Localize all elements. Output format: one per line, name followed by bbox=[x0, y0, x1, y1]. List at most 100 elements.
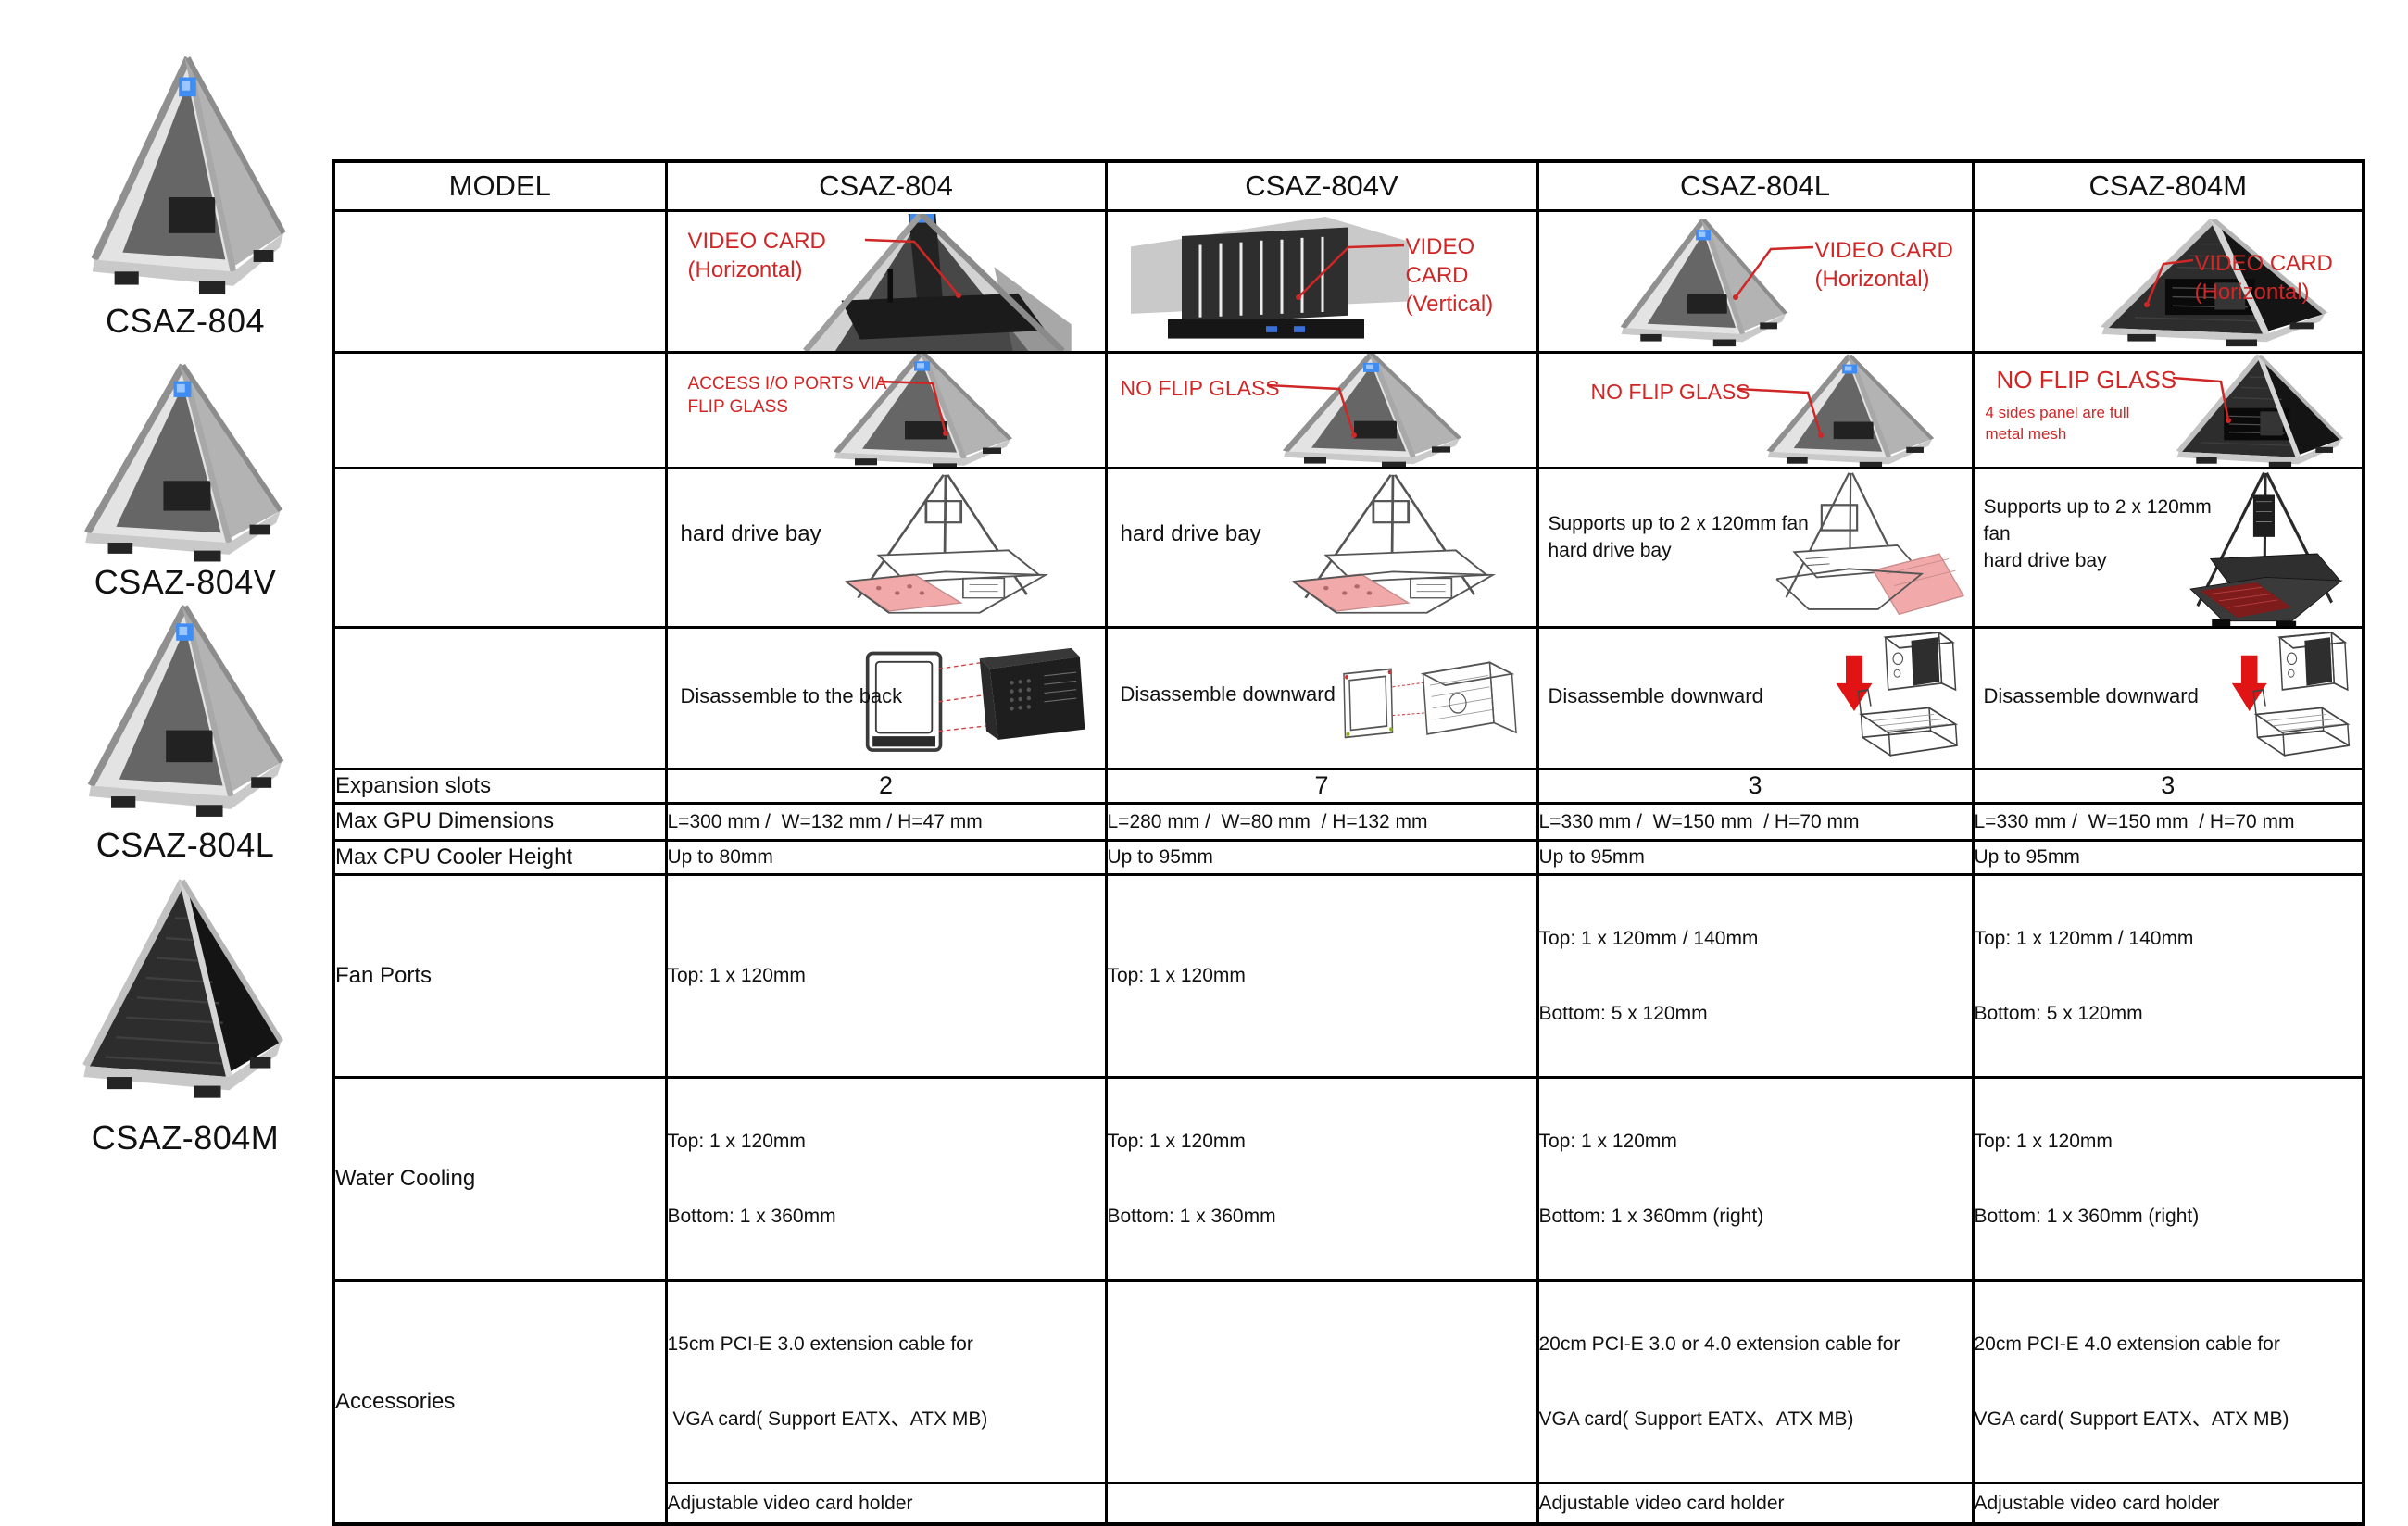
csaz-804m-no-flip-photo bbox=[2160, 352, 2359, 468]
cell-flip-glass-blank bbox=[332, 350, 668, 469]
cell-hdd-804: hard drive bay bbox=[664, 466, 1108, 629]
water-cooling-804v: Top: 1 x 120mm Bottom: 1 x 360mm bbox=[1104, 1075, 1539, 1282]
cell-video-card-804: VIDEO CARD (Horizontal) bbox=[664, 208, 1108, 354]
sidebar-model-label-csaz-804: CSAZ-804 bbox=[105, 302, 266, 340]
cell-flip-glass-804l: NO FLIP GLASS bbox=[1536, 350, 1975, 469]
table-header-row: MODEL CSAZ-804 CSAZ-804V CSAZ-804L CSAZ-… bbox=[332, 159, 2365, 212]
annotation-io-ports-804: ACCESS I/O PORTS VIA FLIP GLASS bbox=[687, 373, 887, 417]
label-psu-804v: Disassemble downward bbox=[1120, 682, 1336, 706]
cell-psu-804: Disassemble to the back bbox=[664, 625, 1108, 770]
csaz-804v-slot-photo bbox=[1131, 217, 1409, 349]
csaz-804l-psu-drawing bbox=[1757, 632, 1965, 768]
cell-hdd-blank bbox=[332, 466, 668, 629]
row-max-cpu-cooler: Max CPU Cooler Height Up to 80mm Up to 9… bbox=[332, 838, 2365, 876]
spec-label-max-cpu-cooler: Max CPU Cooler Height bbox=[332, 838, 668, 876]
row-hard-drive-bay: hard drive bay hard drive bay Supports u… bbox=[332, 466, 2365, 629]
max-cpu-804: Up to 80mm bbox=[664, 838, 1108, 876]
annotation-no-flip-804l: NO FLIP GLASS bbox=[1590, 379, 1750, 404]
cell-hdd-804v: hard drive bay bbox=[1104, 466, 1539, 629]
csaz-804l-product-image bbox=[69, 600, 302, 824]
water-cooling-804: Top: 1 x 120mm Bottom: 1 x 360mm bbox=[664, 1075, 1108, 1282]
csaz-804v-psu-drawing bbox=[1319, 638, 1527, 760]
max-cpu-804m: Up to 95mm bbox=[1971, 838, 2365, 876]
cell-psu-804v: Disassemble downward bbox=[1104, 625, 1539, 770]
cell-flip-glass-804v: NO FLIP GLASS bbox=[1104, 350, 1539, 469]
cell-hdd-804m: Supports up to 2 x 120mm fan hard drive … bbox=[1971, 466, 2365, 629]
annotation-mesh-note-804m: 4 sides panel are full metal mesh bbox=[1985, 403, 2130, 443]
fan-ports-804: Top: 1 x 120mm bbox=[664, 872, 1108, 1079]
header-csaz-804: CSAZ-804 bbox=[664, 159, 1108, 212]
cell-video-card-804m: VIDEO CARD (Horizontal) bbox=[1971, 208, 2365, 354]
expansion-slots-804m: 3 bbox=[1971, 767, 2365, 805]
accessories-cable-804m: 20cm PCI-E 4.0 extension cable for VGA c… bbox=[1971, 1278, 2365, 1484]
max-gpu-804: L=300 mm / W=132 mm / H=47 mm bbox=[664, 801, 1108, 842]
fan-ports-804l: Top: 1 x 120mm / 140mm Bottom: 5 x 120mm bbox=[1536, 872, 1975, 1079]
annotation-video-card-804m: VIDEO CARD (Horizontal) bbox=[2194, 250, 2333, 305]
label-psu-804: Disassemble to the back bbox=[680, 683, 903, 707]
accessories-cable-804l: 20cm PCI-E 3.0 or 4.0 extension cable fo… bbox=[1536, 1278, 1975, 1484]
cell-psu-804l: Disassemble downward bbox=[1536, 625, 1975, 770]
cell-flip-glass-804m: NO FLIP GLASS 4 sides panel are full met… bbox=[1971, 350, 2365, 469]
max-cpu-804l: Up to 95mm bbox=[1536, 838, 1975, 876]
accessories-holder-804l: Adjustable video card holder bbox=[1536, 1481, 1975, 1526]
label-hdd-bay-804: hard drive bay bbox=[680, 520, 821, 546]
csaz-804m-product-image bbox=[63, 874, 302, 1106]
max-gpu-804v: L=280 mm / W=80 mm / H=132 mm bbox=[1104, 801, 1539, 842]
spec-label-fan-ports: Fan Ports bbox=[332, 872, 668, 1079]
label-hdd-bay-804v: hard drive bay bbox=[1120, 520, 1261, 546]
label-psu-804l: Disassemble downward bbox=[1548, 683, 1763, 707]
row-max-gpu: Max GPU Dimensions L=300 mm / W=132 mm /… bbox=[332, 801, 2365, 842]
max-gpu-804m: L=330 mm / W=150 mm / H=70 mm bbox=[1971, 801, 2365, 842]
label-hdd-bay-804l: Supports up to 2 x 120mm fan hard drive … bbox=[1548, 512, 1809, 561]
water-cooling-804l: Top: 1 x 120mm Bottom: 1 x 360mm (right) bbox=[1536, 1075, 1975, 1282]
accessories-holder-804v bbox=[1104, 1481, 1539, 1526]
row-expansion-slots: Expansion slots 2 7 3 3 bbox=[332, 767, 2365, 805]
expansion-slots-804l: 3 bbox=[1536, 767, 1975, 805]
spec-label-expansion-slots: Expansion slots bbox=[332, 767, 668, 805]
header-csaz-804m: CSAZ-804M bbox=[1971, 159, 2365, 212]
spec-label-max-gpu: Max GPU Dimensions bbox=[332, 801, 668, 842]
spec-label-water-cooling: Water Cooling bbox=[332, 1075, 668, 1282]
header-csaz-804l: CSAZ-804L bbox=[1536, 159, 1975, 212]
header-csaz-804v: CSAZ-804V bbox=[1104, 159, 1539, 212]
cell-video-card-804l: VIDEO CARD (Horizontal) bbox=[1536, 208, 1975, 354]
fan-ports-804m: Top: 1 x 120mm / 140mm Bottom: 5 x 120mm bbox=[1971, 872, 2365, 1079]
row-fan-ports: Fan Ports Top: 1 x 120mm Top: 1 x 120mm … bbox=[332, 872, 2365, 1079]
csaz-804v-product-image bbox=[65, 359, 301, 569]
cell-psu-804m: Disassemble downward bbox=[1971, 625, 2365, 770]
fan-ports-804v: Top: 1 x 120mm bbox=[1104, 872, 1539, 1079]
accessories-holder-804m: Adjustable video card holder bbox=[1971, 1481, 2365, 1526]
cell-video-card-blank bbox=[332, 208, 668, 354]
csaz-804-interior-photo bbox=[788, 214, 1080, 351]
annotation-video-card-804l: VIDEO CARD (Horizontal) bbox=[1814, 237, 1953, 292]
sidebar-model-label-csaz-804l: CSAZ-804L bbox=[95, 826, 275, 864]
water-cooling-804m: Top: 1 x 120mm Bottom: 1 x 360mm (right) bbox=[1971, 1075, 2365, 1282]
label-psu-804m: Disassemble downward bbox=[1983, 683, 2199, 707]
spec-comparison-table: MODEL CSAZ-804 CSAZ-804V CSAZ-804L CSAZ-… bbox=[332, 159, 2365, 1526]
expansion-slots-804: 2 bbox=[664, 767, 1108, 805]
row-video-card: VIDEO CARD (Horizontal) VIDEO CARD (Vert… bbox=[332, 208, 2365, 354]
sidebar-model-label-csaz-804v: CSAZ-804V bbox=[94, 563, 277, 601]
annotation-no-flip-804m: NO FLIP GLASS bbox=[1996, 365, 2177, 394]
accessories-cable-804: 15cm PCI-E 3.0 extension cable for VGA c… bbox=[664, 1278, 1108, 1484]
accessories-holder-804: Adjustable video card holder bbox=[664, 1481, 1108, 1526]
sidebar-model-label-csaz-804m: CSAZ-804M bbox=[91, 1119, 280, 1157]
annotation-video-card-804v: VIDEO CARD (Vertical) bbox=[1405, 233, 1494, 317]
max-cpu-804v: Up to 95mm bbox=[1104, 838, 1539, 876]
expansion-slots-804v: 7 bbox=[1104, 767, 1539, 805]
row-water-cooling: Water Cooling Top: 1 x 120mm Bottom: 1 x… bbox=[332, 1075, 2365, 1282]
label-hdd-bay-804m: Supports up to 2 x 120mm fan hard drive … bbox=[1983, 495, 2212, 571]
cell-video-card-804v: VIDEO CARD (Vertical) bbox=[1104, 208, 1539, 354]
cell-flip-glass-804: ACCESS I/O PORTS VIA FLIP GLASS bbox=[664, 350, 1108, 469]
header-model: MODEL bbox=[332, 159, 668, 212]
max-gpu-804l: L=330 mm / W=150 mm / H=70 mm bbox=[1536, 801, 1975, 842]
cell-hdd-804l: Supports up to 2 x 120mm fan hard drive … bbox=[1536, 466, 1975, 629]
csaz-804l-no-flip-photo bbox=[1750, 352, 1950, 468]
accessories-cable-804v bbox=[1104, 1278, 1539, 1484]
csaz-804v-hdd-bay-drawing bbox=[1254, 473, 1532, 625]
csaz-804l-case-photo bbox=[1604, 216, 1803, 351]
cell-psu-blank bbox=[332, 625, 668, 770]
row-flip-glass: ACCESS I/O PORTS VIA FLIP GLASS NO FLIP … bbox=[332, 350, 2365, 469]
csaz-804v-no-flip-photo bbox=[1265, 352, 1478, 468]
csaz-804-product-image bbox=[72, 51, 304, 303]
